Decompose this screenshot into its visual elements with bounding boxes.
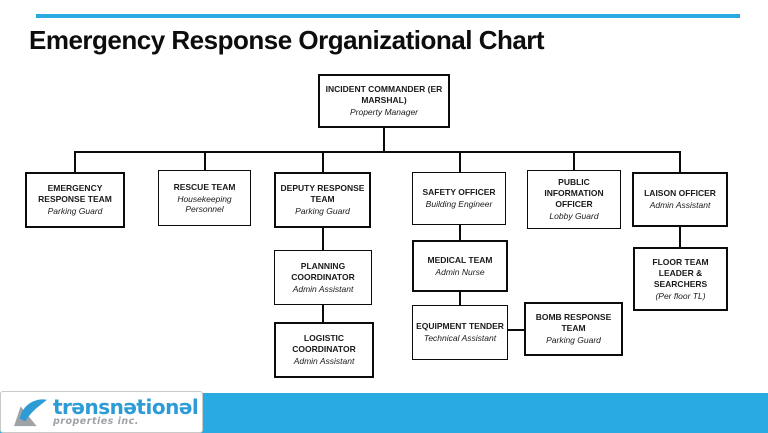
node-subtitle: Admin Assistant	[649, 200, 711, 211]
connector-drop-rescue	[204, 151, 206, 170]
node-safety-officer: SAFETY OFFICER Building Engineer	[412, 172, 506, 225]
node-subtitle: Admin Assistant	[292, 283, 354, 294]
connector-drop-laison	[679, 151, 681, 172]
brand-block: trənsnətionəl properties inc.	[53, 395, 199, 427]
connector-drop-deputy	[322, 151, 324, 172]
node-planning-coordinator: PLANNING COORDINATOR Admin Assistant	[274, 250, 372, 305]
node-subtitle: Admin Assistant	[293, 356, 355, 367]
node-title: PLANNING COORDINATOR	[291, 260, 355, 282]
connector-laison-floor	[679, 227, 681, 247]
node-title: RESCUE TEAM	[173, 181, 236, 192]
top-accent-line	[36, 14, 740, 18]
connector-bus	[74, 151, 681, 153]
connector-safety-medical	[459, 225, 461, 240]
node-logistic-coordinator: LOGISTIC COORDINATOR Admin Assistant	[274, 322, 374, 378]
brand-subtitle: properties inc.	[53, 416, 139, 427]
node-title: SAFETY OFFICER	[422, 187, 496, 198]
node-bomb-response-team: BOMB RESPONSE TEAM Parking Guard	[524, 302, 623, 356]
node-deputy-response-team: DEPUTY RESPONSE TEAM Parking Guard	[274, 172, 371, 228]
connector-medical-equipment	[459, 292, 461, 305]
node-medical-team: MEDICAL TEAM Admin Nurse	[412, 240, 508, 292]
node-rescue-team: RESCUE TEAM Housekeeping Personnel	[158, 170, 251, 226]
node-subtitle: Parking Guard	[295, 206, 350, 217]
connector-drop-emergency	[74, 151, 76, 172]
node-title: DEPUTY RESPONSE TEAM	[280, 183, 365, 205]
node-title: LAISON OFFICER	[644, 188, 716, 199]
connector-equipment-bomb	[508, 329, 524, 331]
page-title: Emergency Response Organizational Chart	[29, 25, 545, 55]
node-subtitle: Parking Guard	[546, 335, 601, 346]
node-subtitle: Lobby Guard	[549, 211, 599, 222]
node-title: LOGISTIC COORDINATOR	[292, 333, 356, 355]
node-title: EMERGENCY RESPONSE TEAM	[38, 183, 112, 205]
node-title: BOMB RESPONSE TEAM	[535, 312, 612, 334]
node-title: FLOOR TEAM LEADER & SEARCHERS	[652, 256, 709, 289]
node-equipment-tender: EQUIPMENT TENDER Technical Assistant	[412, 305, 508, 360]
connector-incident-down	[383, 128, 385, 153]
node-emergency-response-team: EMERGENCY RESPONSE TEAM Parking Guard	[25, 172, 125, 228]
node-subtitle: Housekeeping Personnel	[177, 193, 232, 215]
connector-drop-safety	[459, 151, 461, 172]
node-public-information-officer: PUBLIC INFORMATION OFFICER Lobby Guard	[527, 170, 621, 229]
brand-name: trənsnətionəl	[53, 395, 199, 419]
connector-planning-logistic	[322, 305, 324, 322]
node-incident-commander: INCIDENT COMMANDER (ER MARSHAL) Property…	[318, 74, 450, 128]
sail-swoosh-icon	[14, 399, 47, 427]
node-title: PUBLIC INFORMATION OFFICER	[544, 177, 604, 210]
connector-deputy-planning	[322, 228, 324, 250]
node-title: INCIDENT COMMANDER (ER MARSHAL)	[325, 84, 443, 106]
node-laison-officer: LAISON OFFICER Admin Assistant	[632, 172, 728, 227]
node-subtitle: (Per floor TL)	[655, 290, 706, 301]
node-floor-team-leader: FLOOR TEAM LEADER & SEARCHERS (Per floor…	[633, 247, 728, 311]
node-subtitle: Property Manager	[349, 107, 419, 118]
node-subtitle: Building Engineer	[425, 199, 493, 210]
node-subtitle: Technical Assistant	[423, 333, 497, 344]
node-subtitle: Admin Nurse	[435, 266, 485, 277]
footer-logo-plate: trənsnətionəl properties inc.	[0, 391, 203, 433]
node-subtitle: Parking Guard	[47, 206, 103, 217]
node-title: EQUIPMENT TENDER	[416, 321, 504, 332]
connector-drop-public	[573, 151, 575, 170]
node-title: MEDICAL TEAM	[427, 254, 493, 265]
